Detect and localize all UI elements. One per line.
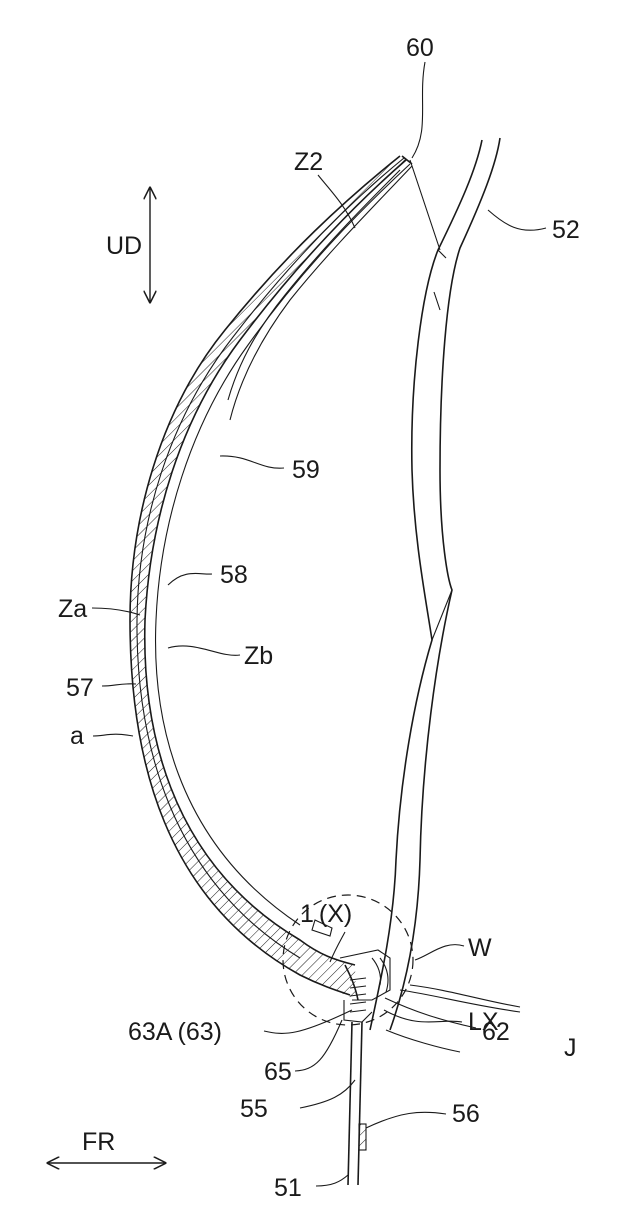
lower-panel-51 xyxy=(348,1022,366,1185)
label-j: J xyxy=(564,1034,577,1062)
label-60: 60 xyxy=(406,34,434,62)
label-w: W xyxy=(468,934,492,962)
label-ud: UD xyxy=(106,232,142,260)
label-63a-63: 63A (63) xyxy=(128,1018,222,1046)
dashboard-layers xyxy=(130,156,412,1000)
label-fr: FR xyxy=(82,1128,115,1156)
label-51: 51 xyxy=(274,1174,302,1202)
label-62: 62 xyxy=(482,1018,510,1046)
label-59: 59 xyxy=(292,456,320,484)
label-zb: Zb xyxy=(244,642,273,670)
label-57: 57 xyxy=(66,674,94,702)
label-65: 65 xyxy=(264,1058,292,1086)
label-z2: Z2 xyxy=(294,148,323,176)
label-52: 52 xyxy=(552,216,580,244)
label-58: 58 xyxy=(220,561,248,589)
label-za: Za xyxy=(58,595,87,623)
door-panel-52-w xyxy=(370,138,500,1030)
label-a: a xyxy=(70,722,84,750)
label-55: 55 xyxy=(240,1095,268,1123)
label-56: 56 xyxy=(452,1100,480,1128)
label-1-x: 1 (X) xyxy=(300,900,352,928)
